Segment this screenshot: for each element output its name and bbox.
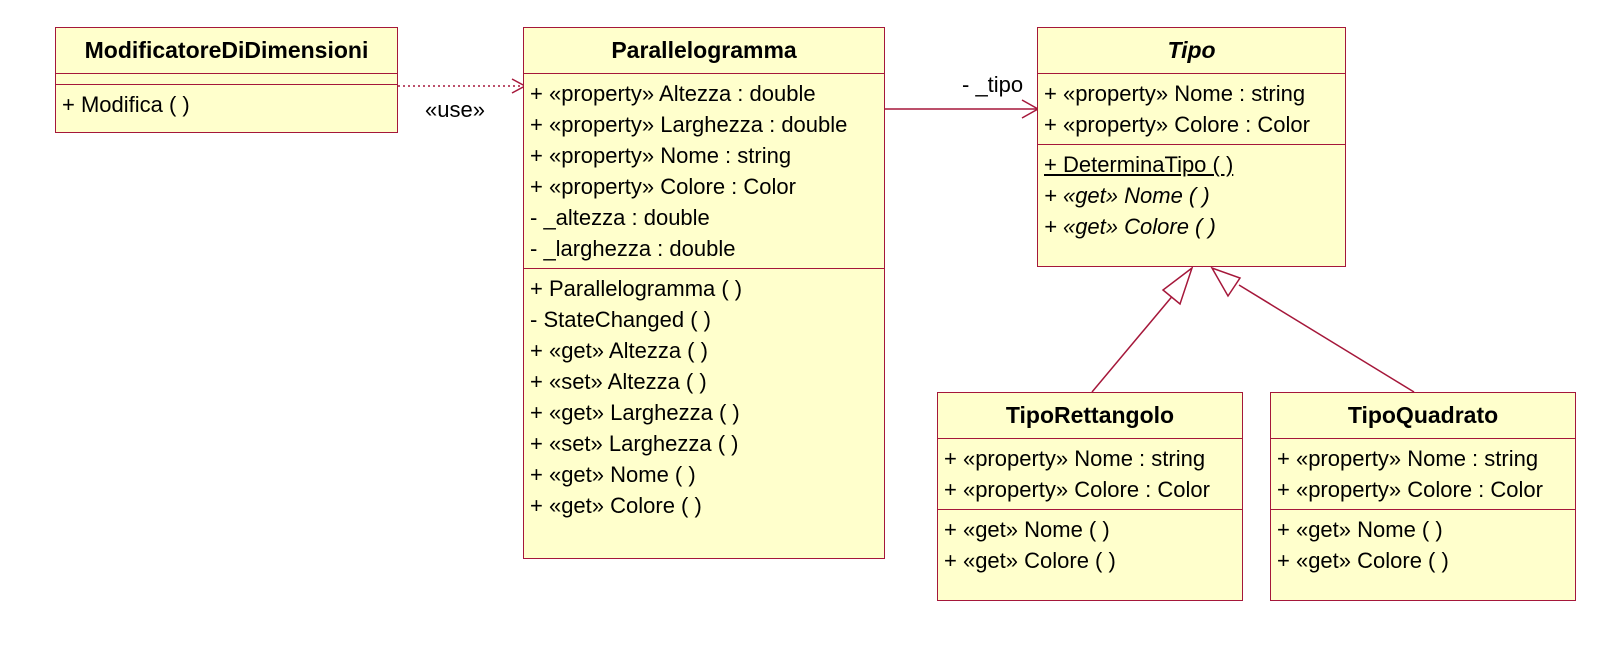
attribute-row: + «property» Colore : Color <box>1044 112 1310 137</box>
class-name: TipoRettangolo <box>938 393 1242 439</box>
operations-section: + «get» Nome ( ) + «get» Colore ( ) <box>938 510 1242 580</box>
attributes-section: + «property» Altezza : double + «property… <box>524 74 884 269</box>
class-tipo-quadrato[interactable]: TipoQuadrato + «property» Nome : string+… <box>1270 392 1576 601</box>
operation-row: + «get» Nome ( ) <box>1277 517 1443 542</box>
operation-row: + Parallelogramma ( ) <box>530 276 743 301</box>
operation-row: + «get» Colore ( ) <box>1277 548 1449 573</box>
generalization-rettangolo-arrowhead <box>1161 265 1194 306</box>
attribute-row: + «property» Nome : string <box>1277 446 1539 471</box>
class-tipo[interactable]: Tipo + «property» Nome : string+ «proper… <box>1037 27 1346 267</box>
operations-section: + «get» Nome ( ) + «get» Colore ( ) <box>1271 510 1575 580</box>
attributes-section <box>56 74 397 85</box>
attribute-row: + «property» Nome : string <box>530 143 792 168</box>
operation-row: + «get» Nome ( ) <box>944 517 1110 542</box>
attributes-section: + «property» Nome : string + «property» C… <box>938 439 1242 510</box>
operation-row: + DeterminaTipo ( ) <box>1044 152 1234 177</box>
class-modificatore-di-dimensioni[interactable]: ModificatoreDiDimensioni + Modifica ( ) <box>55 27 398 133</box>
attribute-row: + «property» Larghezza : double <box>530 112 848 137</box>
generalization-rettangolo-line <box>1091 286 1181 393</box>
attribute-row: - _larghezza : double <box>530 236 736 261</box>
generalization-quadrato-arrowhead <box>1210 266 1242 298</box>
attribute-row: + «property» Altezza : double <box>530 81 816 106</box>
operation-row: + «get» Colore ( ) <box>944 548 1116 573</box>
class-name: TipoQuadrato <box>1271 393 1575 439</box>
attributes-section: + «property» Nome : string + «property» C… <box>1038 74 1345 145</box>
operation-row: + Modifica ( ) <box>62 92 190 117</box>
operation-row: + «get» Colore ( ) <box>1044 214 1216 239</box>
class-tipo-rettangolo[interactable]: TipoRettangolo + «property» Nome : strin… <box>937 392 1243 601</box>
attribute-row: + «property» Colore : Color <box>944 477 1210 502</box>
generalization-quadrato-line <box>1238 284 1415 393</box>
class-parallelogramma[interactable]: Parallelogramma + «property» Altezza : d… <box>523 27 885 559</box>
operation-row: - StateChanged ( ) <box>530 307 711 332</box>
attribute-row: - _altezza : double <box>530 205 710 230</box>
attribute-row: + «property» Colore : Color <box>530 174 796 199</box>
operation-row: + «get» Altezza ( ) <box>530 338 708 363</box>
operation-row: + «set» Larghezza ( ) <box>530 431 739 456</box>
tipo-role-label: - _tipo <box>962 72 1024 97</box>
attributes-section: + «property» Nome : string + «property» C… <box>1271 439 1575 510</box>
operation-row: + «get» Nome ( ) <box>1044 183 1210 208</box>
operation-row: + «get» Nome ( ) <box>530 462 696 487</box>
operation-row: + «get» Colore ( ) <box>530 493 702 518</box>
operations-section: + Modifica ( ) <box>56 85 397 124</box>
attribute-row: + «property» Colore : Color <box>1277 477 1543 502</box>
operations-section: + DeterminaTipo ( ) + «get» Nome ( ) + «ge… <box>1038 145 1345 246</box>
operation-row: + «set» Altezza ( ) <box>530 369 707 394</box>
operations-section: + Parallelogramma ( ) - StateChanged ( ) +… <box>524 269 884 525</box>
class-name: ModificatoreDiDimensioni <box>56 28 397 74</box>
class-name: Tipo <box>1038 28 1345 74</box>
attribute-row: + «property» Nome : string <box>1044 81 1306 106</box>
attribute-row: + «property» Nome : string <box>944 446 1206 471</box>
use-stereotype-label: «use» <box>425 97 485 122</box>
class-name: Parallelogramma <box>524 28 884 74</box>
operation-row: + «get» Larghezza ( ) <box>530 400 740 425</box>
